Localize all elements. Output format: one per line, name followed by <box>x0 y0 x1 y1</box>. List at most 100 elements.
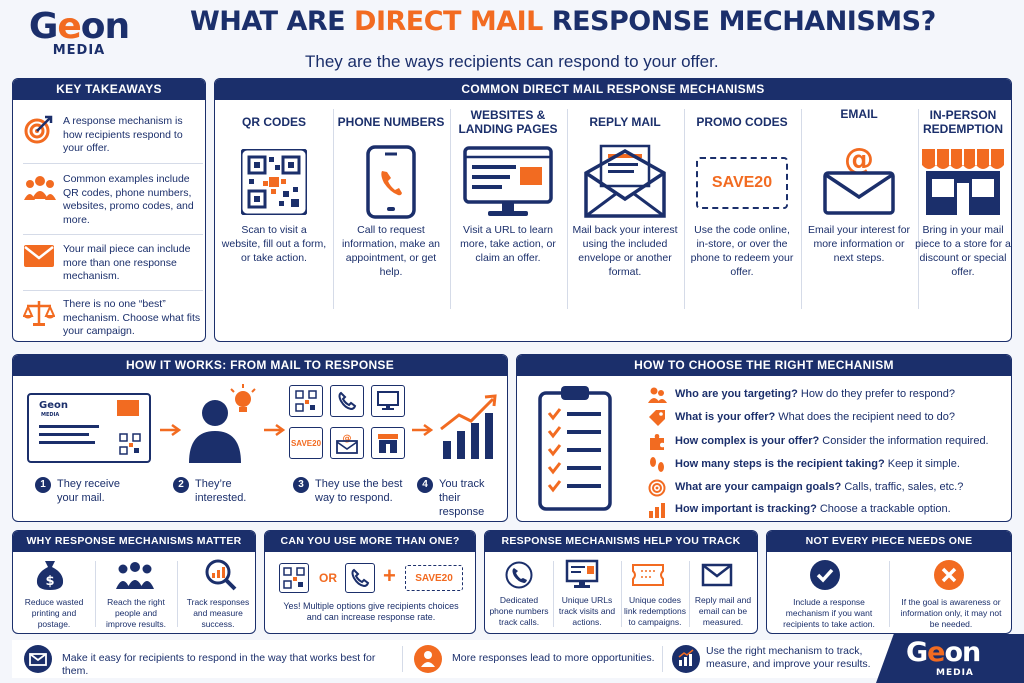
how-it-works-heading: HOW IT WORKS: FROM MAIL TO RESPONSE <box>13 355 507 376</box>
key-takeaways-panel: KEY TAKEAWAYS A response mechanism is ho… <box>12 78 206 342</box>
track-heading: RESPONSE MECHANISMS HELP YOU TRACK <box>485 531 757 552</box>
envelope-icon <box>24 245 54 267</box>
monitor-icon <box>377 391 399 410</box>
mechanism-in-person: IN-PERSON REDEMPTION Bring in your mail … <box>915 108 1011 278</box>
choose-row: How many steps is the recipient taking? … <box>675 458 960 470</box>
checkmark-circle-icon <box>810 560 840 590</box>
monitor-icon <box>565 559 599 588</box>
more-than-one-panel: CAN YOU USE MORE THAN ONE? OR + SAVE20 Y… <box>264 530 476 634</box>
mail-card: Geon MEDIA <box>27 393 151 463</box>
why-matter-heading: WHY RESPONSE MECHANISMS MATTER <box>13 531 255 552</box>
svg-text:$: $ <box>45 574 54 589</box>
mechanism-phone-numbers: PHONE NUMBERS Call to request informatio… <box>337 115 445 278</box>
ticket-icon <box>632 564 664 586</box>
promo-code-label: SAVE20 <box>290 438 322 448</box>
not-every-heading: NOT EVERY PIECE NEEDS ONE <box>767 531 1011 552</box>
choose-row: What is your offer? What does the recipi… <box>675 411 956 423</box>
or-label: OR <box>319 571 337 585</box>
promo-code-label: SAVE20 <box>415 572 453 584</box>
how-to-choose-panel: HOW TO CHOOSE THE RIGHT MECHANISM Who ar… <box>516 354 1012 522</box>
puzzle-icon <box>650 434 664 450</box>
phone-icon <box>338 391 357 411</box>
envelope-icon <box>24 645 52 673</box>
smartphone-icon <box>366 145 416 219</box>
bar-chart-icon <box>672 645 700 673</box>
qr-code-icon <box>283 567 305 589</box>
scales-icon <box>22 301 56 326</box>
mechanism-reply-mail: REPLY MAIL Mail back your interest using… <box>572 115 678 278</box>
arrow-right-icon <box>264 423 285 437</box>
takeaway-item: There is no one “best” mechanism. Choose… <box>22 298 203 339</box>
key-takeaways-heading: KEY TAKEAWAYS <box>13 79 205 100</box>
mechanism-qr-codes: QR CODES Scan to visit a website, fill o… <box>221 115 327 264</box>
more-than-one-heading: CAN YOU USE MORE THAN ONE? <box>265 531 475 552</box>
choose-row: Who are you targeting? How do they prefe… <box>675 388 955 400</box>
phone-icon <box>351 568 370 588</box>
magnifier-chart-icon <box>205 559 237 591</box>
footer-logo: Geon MEDIA <box>876 634 1024 683</box>
envelope-icon <box>701 563 733 587</box>
step-4: 4 You track their response and results. <box>417 477 507 521</box>
email-icon: @ <box>823 142 895 215</box>
person-idea-icon <box>189 384 256 463</box>
qr-code-icon <box>239 147 309 217</box>
logo-sub: MEDIA <box>52 43 106 58</box>
phone-icon <box>505 561 533 589</box>
why-matter-panel: WHY RESPONSE MECHANISMS MATTER $ Reduce … <box>12 530 256 634</box>
mechanism-promo-codes: PROMO CODES SAVE20 Use the code online, … <box>690 115 794 278</box>
how-it-works-panel: HOW IT WORKS: FROM MAIL TO RESPONSE Geon… <box>12 354 508 522</box>
svg-text:@: @ <box>844 142 874 177</box>
header-logo: Geon MEDIA <box>14 6 144 58</box>
target-icon <box>648 479 666 497</box>
not-every-panel: NOT EVERY PIECE NEEDS ONE Include a resp… <box>766 530 1012 634</box>
checklist-clipboard-icon <box>538 386 612 511</box>
mechanism-websites: WEBSITES & LANDING PAGES Visit a URL to … <box>458 108 558 264</box>
storefront-icon <box>922 149 1004 215</box>
takeaway-item: Common examples include QR codes, phone … <box>23 173 203 227</box>
choose-row: What are your campaign goals? Calls, tra… <box>675 481 964 493</box>
open-envelope-icon <box>584 144 666 218</box>
footer-bar: Make it easy for recipients to respond i… <box>12 640 1012 678</box>
how-to-choose-heading: HOW TO CHOOSE THE RIGHT MECHANISM <box>517 355 1011 376</box>
step-2: 2 They’re interested. <box>173 477 283 505</box>
mechanism-email: EMAIL @ Email your interest for more inf… <box>807 107 911 264</box>
page-title: WHAT ARE DIRECT MAIL RESPONSE MECHANISMS… <box>190 6 936 37</box>
x-circle-icon <box>934 560 964 590</box>
logo-text-on: on <box>80 6 130 47</box>
qr-code-icon <box>119 433 141 455</box>
mechanisms-heading: COMMON DIRECT MAIL RESPONSE MECHANISMS <box>215 79 1011 100</box>
person-icon <box>414 645 442 673</box>
choose-row: How complex is your offer? Consider the … <box>675 435 989 447</box>
email-icon: @ <box>336 434 358 454</box>
logo-text-e: e <box>57 6 81 47</box>
takeaway-item: A response mechanism is how recipients r… <box>23 115 203 156</box>
svg-text:@: @ <box>343 434 352 444</box>
arrow-right-icon <box>412 423 433 437</box>
mechanisms-panel: COMMON DIRECT MAIL RESPONSE MECHANISMS Q… <box>214 78 1012 342</box>
choose-row: How important is tracking? Choose a trac… <box>675 503 951 515</box>
title-highlight: DIRECT MAIL <box>354 6 543 37</box>
footsteps-icon <box>650 457 664 472</box>
response-options-grid: SAVE20 @ <box>289 385 405 467</box>
step-3: 3 They use the best way to respond. <box>293 477 413 505</box>
takeaway-item: Your mail piece can include more than on… <box>23 243 203 284</box>
money-bag-icon: $ <box>36 561 64 590</box>
target-icon <box>24 115 53 144</box>
plus-label: + <box>383 563 396 588</box>
people-icon <box>648 387 667 403</box>
step-1: 1 They receive your mail. <box>35 477 155 505</box>
monitor-icon <box>463 146 553 216</box>
promo-code-coupon: SAVE20 <box>696 157 788 209</box>
logo-text-g: G <box>28 6 59 47</box>
card-logo: Geon <box>39 400 68 411</box>
track-panel: RESPONSE MECHANISMS HELP YOU TRACK Dedic… <box>484 530 758 634</box>
tag-icon <box>649 410 665 426</box>
people-icon <box>116 562 154 589</box>
storefront-icon <box>378 434 398 453</box>
page-subtitle: They are the ways recipients can respond… <box>305 52 719 71</box>
people-icon <box>24 176 56 200</box>
bar-chart-icon <box>649 503 665 518</box>
arrow-right-icon <box>160 423 181 437</box>
qr-code-icon <box>295 390 317 412</box>
growth-chart-icon <box>440 394 497 459</box>
